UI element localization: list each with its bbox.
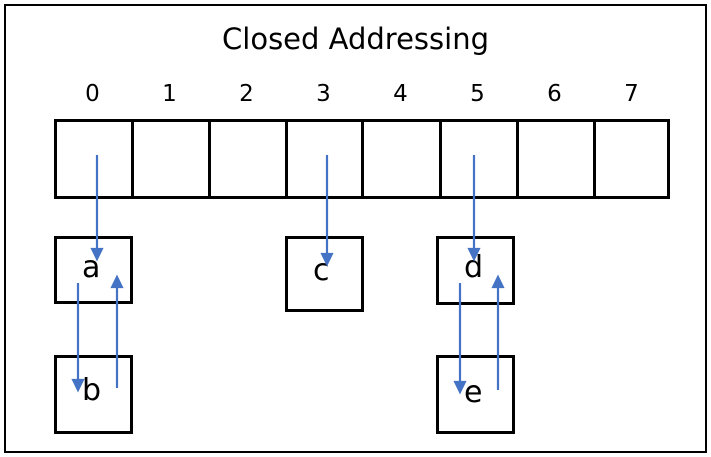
slot-index-2: 2 <box>239 81 254 107</box>
cell-divider-1-2 <box>208 119 211 199</box>
table-slot-4[interactable] <box>362 119 439 199</box>
table-slot-0[interactable] <box>54 119 131 199</box>
cell-divider-2-3 <box>285 119 288 199</box>
slot-index-1: 1 <box>162 81 177 107</box>
chain-node-b[interactable] <box>54 355 133 434</box>
slide-frame <box>4 4 707 453</box>
chain-node-d-label: d <box>464 250 484 285</box>
cell-divider-3-4 <box>361 119 364 199</box>
cell-divider-0-1 <box>131 119 134 199</box>
slot-index-5: 5 <box>470 81 485 107</box>
slot-index-3: 3 <box>316 81 331 107</box>
table-slot-5[interactable] <box>439 119 516 199</box>
cell-divider-6-7 <box>593 119 596 199</box>
chain-node-b-label: b <box>82 373 102 408</box>
page-title: Closed Addressing <box>222 22 489 56</box>
cell-divider-5-6 <box>516 119 519 199</box>
table-slot-7[interactable] <box>593 119 670 199</box>
slot-index-4: 4 <box>393 81 408 107</box>
table-slot-2[interactable] <box>208 119 285 199</box>
table-slot-3[interactable] <box>285 119 362 199</box>
table-slot-6[interactable] <box>516 119 593 199</box>
slot-index-6: 6 <box>547 81 562 107</box>
chain-node-e-label: e <box>464 375 483 410</box>
table-slot-1[interactable] <box>131 119 208 199</box>
chain-node-a[interactable] <box>54 236 133 304</box>
chain-node-d[interactable] <box>436 236 515 305</box>
slot-index-7: 7 <box>624 81 639 107</box>
slot-index-0: 0 <box>85 81 100 107</box>
chain-node-e[interactable] <box>436 355 515 434</box>
chain-node-c-label: c <box>313 253 330 288</box>
cell-divider-4-5 <box>439 119 442 199</box>
chain-node-a-label: a <box>82 250 101 285</box>
chain-node-c[interactable] <box>285 236 364 312</box>
